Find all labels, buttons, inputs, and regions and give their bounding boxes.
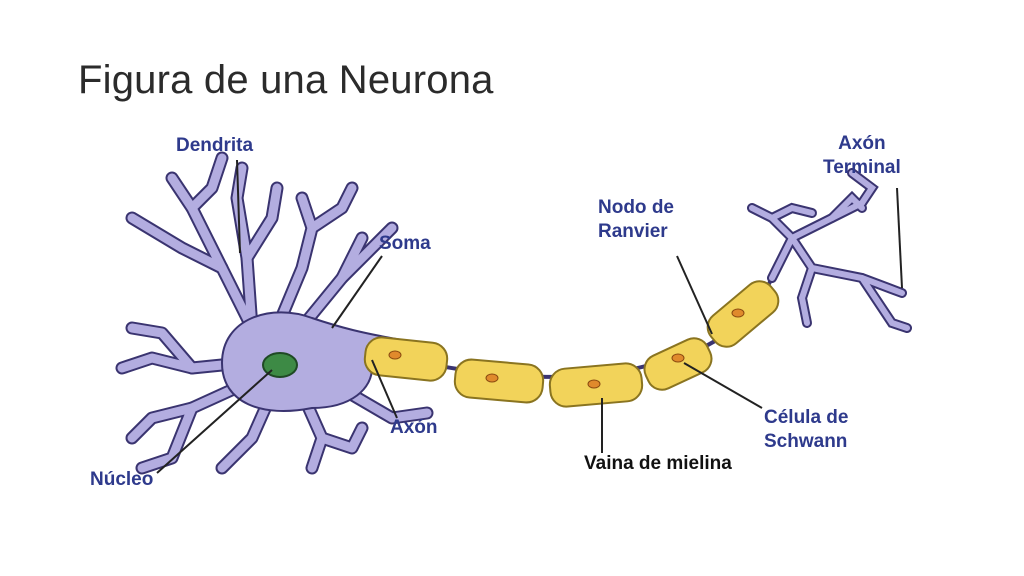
label-vaina-mielina: Vaina de mielina [584,453,732,474]
dendrite-branches [115,151,434,475]
leader-lines [156,159,903,474]
label-axon-terminal-line2: Terminal [823,157,901,178]
leader-dendrita [236,159,241,254]
schwann-cell-2 [453,358,545,404]
label-celula-schwann: Célula de Schwann [764,406,848,454]
leader-axon [371,359,398,419]
soma-and-dendrites [115,151,434,475]
label-nodo-line2: Ranvier [598,221,668,242]
myelin-sheath [363,280,780,408]
slide-title: Figura de una Neurona [78,58,494,102]
schwann-nuclei [388,308,745,389]
leader-soma [331,255,383,329]
schwann-cell-4 [643,337,713,391]
leader-nucleo [156,369,273,474]
axon-terminal [747,168,912,333]
label-nodo-line1: Nodo de [598,197,674,218]
label-axon: Axón [390,417,438,438]
leader-celula [683,362,763,409]
label-celula-line1: Célula de [764,407,849,428]
neuron-diagram: Dendrita Soma Núcleo Axón Nodo de Ranvie… [72,128,952,498]
label-nucleo: Núcleo [90,469,154,490]
label-soma: Soma [379,233,431,254]
schwann-cell-1 [363,336,449,382]
leader-nodo [676,255,713,335]
label-dendrita: Dendrita [176,135,254,156]
label-nodo-ranvier: Nodo de Ranvier [598,196,674,244]
neuron-illustration [115,151,912,475]
leader-axon-terminal [896,187,903,289]
label-celula-line2: Schwann [764,431,848,452]
label-axon-terminal: Axón Terminal [823,132,901,180]
label-axon-terminal-line1: Axón [838,133,886,154]
